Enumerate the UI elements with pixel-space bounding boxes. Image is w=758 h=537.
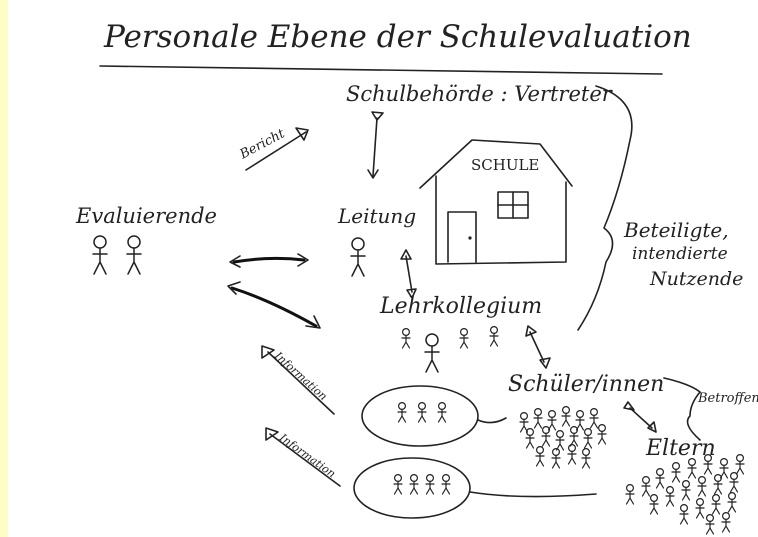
schueler-crowd [519,406,607,469]
evaluator-figures [92,235,142,275]
eltern-crowd [625,454,745,535]
school-house-drawing [419,139,573,265]
label-lehrkollegium: Lehrkollegium [380,294,543,319]
student-group-ellipse [361,385,479,447]
arrow-kollegium-schueler [525,325,551,369]
label-eltern: Eltern [646,436,716,461]
betroffene-brace [663,377,701,441]
arrow-leitung-kollegium [400,249,417,299]
label-schuelerinnen: Schüler/innen [508,372,665,397]
student-group-figures [397,402,447,423]
arrow-information-2 [265,427,341,487]
arrow-evaluierende-kollegium [227,281,321,329]
stakeholder-brace [577,85,633,331]
label-nutzende: Nutzende [650,268,744,290]
sketch-paper [8,0,758,537]
arrow-information-1 [261,345,335,415]
title-underline [99,65,663,75]
label-beteiligte: Beteiligte, [624,218,729,242]
label-intendierte: intendierte [632,244,728,264]
label-leitung: Leitung [338,204,417,228]
label-schulbehoerde: Schulbehörde : Vertreter [346,82,612,106]
arrow-behoerde-leitung [367,111,384,179]
parent-group-figures [393,474,451,495]
arrow-bericht [245,127,309,171]
lehrkollegium-figures [401,326,499,373]
parent-group-ellipse [353,457,471,519]
leitung-figure [350,237,366,277]
label-schule: SCHULE [471,156,540,174]
label-evaluierende: Evaluierende [76,204,217,228]
label-betroffene: Betroffene [698,391,758,406]
diagram-title: Personale Ebene der Schulevaluation [104,19,692,55]
arrow-evaluierende-leitung [229,253,309,268]
arrow-schueler-eltern [623,401,657,433]
